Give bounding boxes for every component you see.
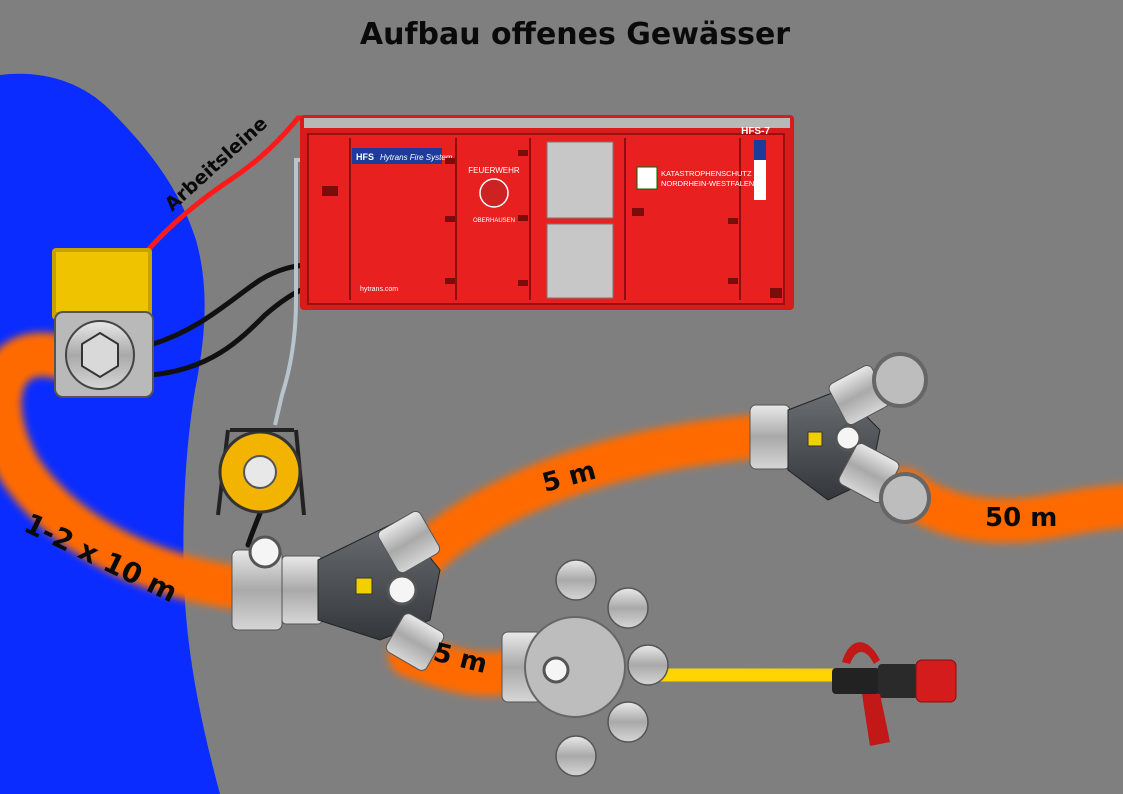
pressure-gauge-icon bbox=[386, 574, 418, 606]
valve-wheel-icon bbox=[879, 472, 931, 524]
svg-text:OBERHAUSEN: OBERHAUSEN bbox=[473, 218, 515, 224]
svg-text:Hytrans Fire System: Hytrans Fire System bbox=[380, 153, 453, 162]
label-hose-long: 50 m bbox=[985, 503, 1057, 533]
page-title: Aufbau offenes Gewässer bbox=[360, 17, 790, 52]
suction-hose bbox=[0, 332, 262, 610]
pressure-gauge-icon bbox=[542, 656, 570, 684]
control-cable bbox=[273, 158, 302, 426]
hose-long bbox=[883, 468, 1123, 543]
hose-upper bbox=[398, 413, 792, 582]
pressure-gauge-icon bbox=[834, 424, 862, 452]
star-distributor bbox=[501, 559, 669, 777]
floating-pump bbox=[52, 248, 154, 398]
y-distributor-right bbox=[749, 352, 931, 524]
fire-nozzle bbox=[832, 642, 957, 746]
svg-text:KATASTROPHENSCHUTZ: KATASTROPHENSCHUTZ bbox=[661, 169, 752, 178]
y-distributor-left bbox=[231, 510, 445, 671]
valve-wheel-icon bbox=[872, 352, 928, 408]
nrw-emblem-icon bbox=[636, 166, 658, 190]
svg-text:HFS: HFS bbox=[356, 152, 374, 162]
crest-icon bbox=[479, 178, 509, 208]
work-line bbox=[145, 115, 315, 253]
svg-text:hytrans.com: hytrans.com bbox=[360, 286, 398, 293]
cable-reel bbox=[216, 428, 306, 516]
vent-panel-top bbox=[546, 141, 614, 219]
svg-text:NORDRHEIN-WESTFALEN: NORDRHEIN-WESTFALEN bbox=[661, 179, 754, 188]
pressure-gauge-icon bbox=[248, 535, 282, 569]
hose-yellow bbox=[648, 653, 851, 698]
hfs-unit: HFS Hytrans Fire System FEUERWEHR OBERHA… bbox=[300, 115, 794, 310]
svg-text:HFS-7: HFS-7 bbox=[741, 126, 770, 137]
vent-panel-bottom bbox=[546, 223, 614, 299]
svg-text:FEUERWEHR: FEUERWEHR bbox=[468, 166, 520, 175]
